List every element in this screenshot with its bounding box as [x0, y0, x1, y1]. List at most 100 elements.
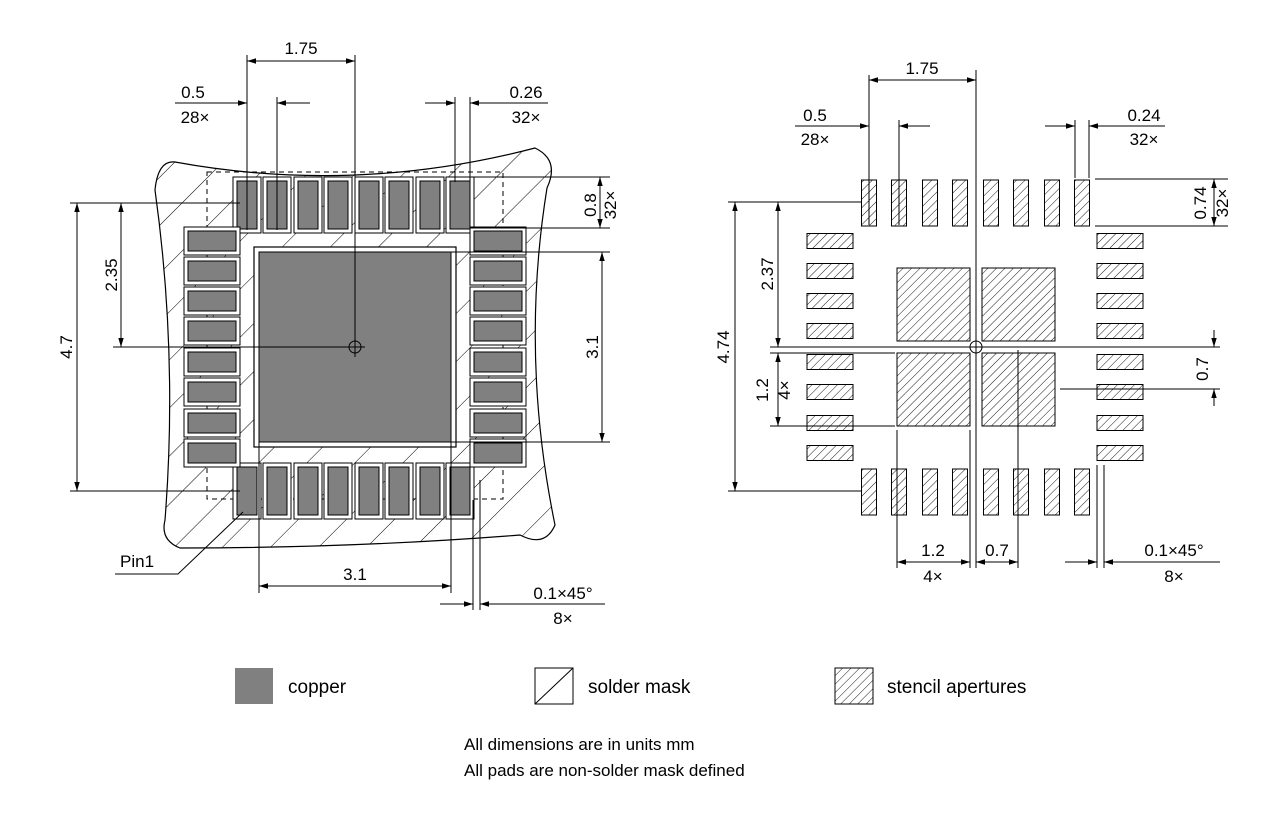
stencil-pad-bottom-3 — [922, 468, 938, 516]
stencil-pad-bottom-8 — [1074, 468, 1090, 516]
stencil-pad-right-4 — [1096, 323, 1144, 339]
legend-stencil-label: stencil apertures — [887, 677, 1026, 698]
dim-chamfer-left: 0.1×45° — [533, 584, 592, 603]
stencil-pad-bottom-2 — [891, 468, 907, 516]
pad-top-6 — [388, 180, 410, 230]
pin1-label: Pin1 — [120, 552, 154, 571]
stencil-pad-right-1 — [1096, 233, 1144, 249]
right-stencil-pads — [806, 179, 1144, 516]
pad-right-4 — [473, 320, 523, 342]
pad-left-7 — [187, 412, 237, 434]
pad-top-8 — [449, 180, 471, 230]
pad-left-5 — [187, 351, 237, 373]
stencil-pad-right-2 — [1096, 263, 1144, 279]
pad-right-8 — [473, 442, 523, 464]
pad-bottom-2 — [266, 466, 288, 516]
pad-right-5 — [473, 351, 523, 373]
dim-width-left: 0.26 — [509, 83, 542, 102]
dim-total-right: 4.74 — [714, 330, 733, 363]
pad-right-2 — [473, 260, 523, 282]
stencil-pad-right-8 — [1096, 445, 1144, 461]
stencil-aperture-bl — [896, 352, 971, 427]
pad-right-3 — [473, 290, 523, 312]
pad-bottom-3 — [297, 466, 319, 516]
dim-gap-right: 0.7 — [1193, 357, 1212, 381]
pad-left-4 — [187, 320, 237, 342]
note-units: All dimensions are in units mm — [464, 735, 695, 754]
dim-width-right: 0.24 — [1127, 106, 1160, 125]
dim-width-count-right: 32× — [1130, 130, 1159, 149]
legend: copper solder mask stencil apertures — [235, 667, 1026, 705]
stencil-pad-left-3 — [806, 293, 854, 309]
stencil-pad-top-6 — [1013, 179, 1029, 227]
pad-left-3 — [187, 290, 237, 312]
dim-aperture-right: 1.2 — [753, 378, 772, 402]
right-dimensions: 1.75 0.5 28× 0.24 32× 0.74 32× 2.37 4.74… — [714, 59, 1232, 586]
stencil-pad-top-5 — [983, 179, 999, 227]
dim-1.75-left: 1.75 — [284, 39, 317, 58]
dim-pitch-count-left: 28× — [181, 108, 210, 127]
pad-left-1 — [187, 230, 237, 252]
dim-padlen-left: 0.8 — [581, 193, 600, 217]
dim-total-left: 4.7 — [57, 335, 76, 359]
dim-aperture-count-right: 4× — [775, 380, 794, 399]
stencil-pad-left-4 — [806, 323, 854, 339]
legend-solder-mask-label: solder mask — [588, 677, 691, 698]
stencil-pad-left-6 — [806, 384, 854, 400]
pad-top-5 — [358, 180, 380, 230]
pad-bottom-4 — [327, 466, 349, 516]
stencil-pad-top-3 — [922, 179, 938, 227]
pad-right-6 — [473, 381, 523, 403]
stencil-pad-bottom-7 — [1044, 468, 1060, 516]
dim-chamfer-count-left: 8× — [553, 609, 572, 628]
dim-pitch-left: 0.5 — [181, 83, 205, 102]
left-dimensions: 1.75 0.5 28× 0.26 32× 0.8 32× 2.35 4.7 — [57, 39, 620, 628]
dim-half-right: 2.37 — [758, 257, 777, 290]
stencil-pad-bottom-5 — [983, 468, 999, 516]
stencil-pad-left-5 — [806, 354, 854, 370]
pad-left-2 — [187, 260, 237, 282]
dim-chamfer-right: 0.1×45° — [1144, 541, 1203, 560]
stencil-pad-right-3 — [1096, 293, 1144, 309]
dim-padlen-count-right: 32× — [1213, 189, 1232, 218]
dim-pitch-right: 0.5 — [803, 106, 827, 125]
dim-half-left: 2.35 — [102, 258, 121, 291]
stencil-aperture-tr — [981, 267, 1056, 342]
stencil-pad-left-1 — [806, 233, 854, 249]
pad-bottom-5 — [358, 466, 380, 516]
pad-bottom-6 — [388, 466, 410, 516]
dim-width-count-left: 32× — [512, 108, 541, 127]
legend-copper-swatch — [235, 668, 273, 704]
pad-left-8 — [187, 442, 237, 464]
notes: All dimensions are in units mm All pads … — [464, 735, 745, 780]
pad-top-3 — [297, 180, 319, 230]
dim-chamfer-count-right: 8× — [1164, 567, 1183, 586]
stencil-pad-bottom-4 — [952, 468, 968, 516]
stencil-pad-top-7 — [1044, 179, 1060, 227]
pad-top-7 — [419, 180, 441, 230]
pad-right-1 — [473, 230, 523, 252]
dim-bottom-ap-count-right: 4× — [923, 567, 942, 586]
stencil-pad-left-2 — [806, 263, 854, 279]
stencil-pad-right-6 — [1096, 384, 1144, 400]
pad-left-6 — [187, 381, 237, 403]
dim-1.75-right: 1.75 — [905, 59, 938, 78]
dim-bottom-gap-right: 0.7 — [985, 541, 1009, 560]
note-pads: All pads are non-solder mask defined — [464, 761, 745, 780]
dim-padlen-count-left: 32× — [601, 191, 620, 220]
stencil-pad-top-8 — [1074, 179, 1090, 227]
stencil-pad-left-7 — [806, 415, 854, 431]
legend-copper-label: copper — [288, 677, 347, 698]
dim-pitch-count-right: 28× — [801, 130, 830, 149]
stencil-pad-left-8 — [806, 445, 854, 461]
stencil-aperture-tl — [896, 267, 971, 342]
stencil-pad-top-4 — [952, 179, 968, 227]
stencil-pad-bottom-6 — [1013, 468, 1029, 516]
pad-right-7 — [473, 412, 523, 434]
stencil-pad-right-7 — [1096, 415, 1144, 431]
dim-padlen-right: 0.74 — [1191, 186, 1210, 219]
dim-ep-h-left: 3.1 — [343, 565, 367, 584]
dim-bottom-ap-right: 1.2 — [921, 541, 945, 560]
pad-bottom-8 — [449, 466, 471, 516]
